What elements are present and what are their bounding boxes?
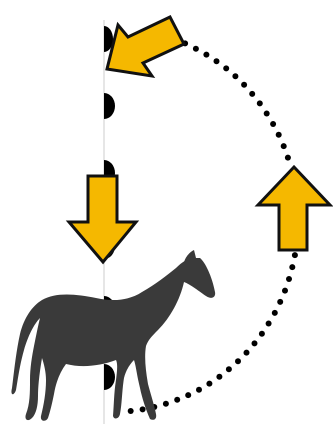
path-dot bbox=[140, 406, 146, 412]
horse-icon bbox=[11, 250, 215, 421]
arrow-up-icon bbox=[258, 167, 330, 250]
path-dot bbox=[285, 155, 291, 161]
path-dot bbox=[241, 82, 247, 88]
arrow-down-icon bbox=[69, 176, 136, 262]
path-dot bbox=[174, 397, 180, 403]
path-dot bbox=[185, 392, 191, 398]
path-dot bbox=[128, 408, 134, 414]
axis-marker bbox=[104, 93, 115, 119]
dotted-cycle-path bbox=[128, 29, 298, 414]
path-dot bbox=[223, 65, 229, 71]
path-dot bbox=[235, 358, 241, 364]
path-dot bbox=[277, 299, 283, 305]
path-dot bbox=[272, 310, 278, 316]
path-dot bbox=[257, 100, 263, 106]
path-dot bbox=[196, 387, 202, 393]
path-dot bbox=[252, 340, 258, 346]
path-dot bbox=[232, 73, 238, 79]
path-dot bbox=[249, 91, 255, 97]
path-dot bbox=[244, 350, 250, 356]
path-dot bbox=[264, 111, 270, 117]
path-dot bbox=[203, 52, 209, 58]
path-dot bbox=[214, 58, 220, 64]
axis-marker bbox=[104, 364, 115, 390]
path-dot bbox=[193, 46, 199, 52]
path-dot bbox=[216, 374, 222, 380]
path-dot bbox=[276, 132, 282, 138]
path-dot bbox=[286, 276, 292, 282]
path-dot bbox=[282, 288, 288, 294]
path-dot bbox=[270, 121, 276, 127]
path-dot bbox=[259, 331, 265, 337]
path-dot bbox=[163, 401, 169, 407]
path-dot bbox=[281, 143, 287, 149]
path-dot bbox=[292, 252, 298, 258]
path-dot bbox=[206, 381, 212, 387]
path-dot bbox=[266, 321, 272, 327]
path-dot bbox=[226, 366, 232, 372]
arrow-down-left-icon bbox=[107, 17, 184, 76]
path-dot bbox=[289, 264, 295, 270]
